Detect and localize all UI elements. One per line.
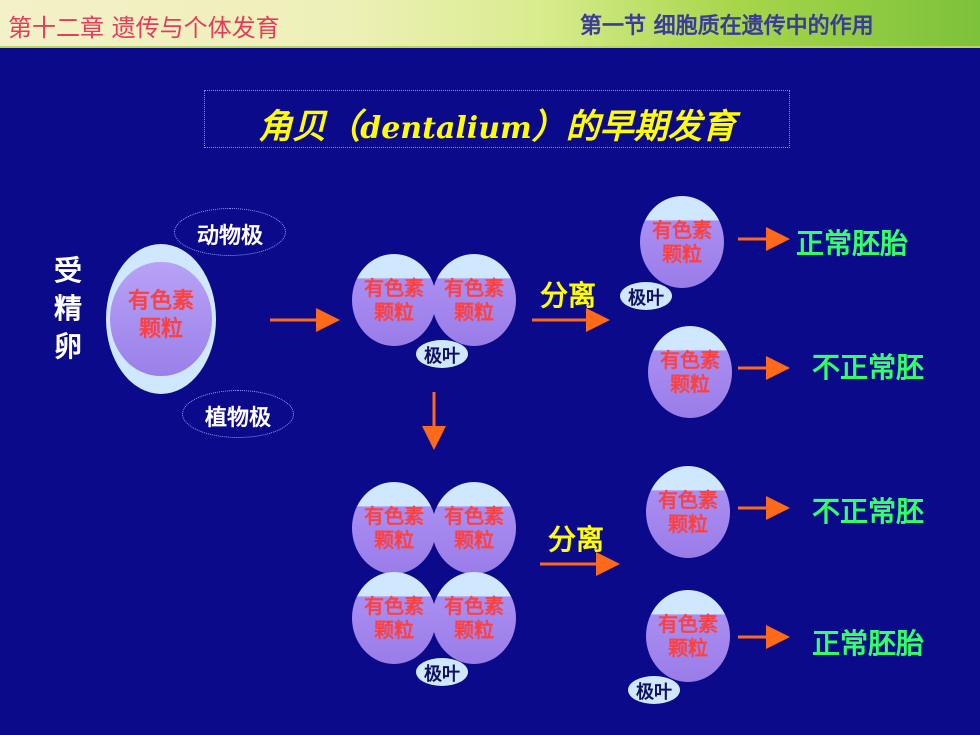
pigment-line2: 颗粒 (374, 300, 414, 324)
blastomere-4cell-tr: 有色素颗粒 (432, 482, 516, 574)
vegetal-pole-bubble: 植物极 (182, 390, 294, 438)
pigment-line1: 有色素 (652, 218, 712, 242)
polar-lobe-separated-bottom: 极叶 (628, 676, 680, 704)
pigment-line2: 颗粒 (662, 242, 702, 266)
pigment-line1: 有色素 (364, 276, 424, 300)
polar-lobe-2cell: 极叶 (416, 340, 468, 368)
egg-label-char: 精 (53, 292, 82, 325)
pigment-line2: 颗粒 (454, 300, 494, 324)
slide-title-box: 角贝（dentalium）的早期发育 (204, 90, 790, 148)
polar-lobe-4cell: 极叶 (416, 658, 468, 686)
vegetal-pole-label: 植物极 (204, 406, 271, 431)
pigment-line2: 颗粒 (374, 528, 414, 552)
result-abnormal-embryo-2: 不正常胚 (812, 495, 925, 528)
title-latin: dentalium (360, 111, 532, 146)
section-title: 第一节 细胞质在遗传中的作用 (580, 14, 874, 39)
pigment-line2: 颗粒 (668, 512, 708, 536)
pigment-line1: 有色素 (658, 488, 718, 512)
pigment-line1: 有色素 (660, 348, 720, 372)
blastomere-2cell-left: 有色素颗粒 (352, 254, 436, 346)
title-part-2: ）的早期发育 (531, 107, 736, 147)
pigment-line2: 颗粒 (454, 618, 494, 642)
pigment-line2: 颗粒 (670, 372, 710, 396)
polar-lobe-label: 极叶 (424, 346, 460, 367)
separate-label-bottom: 分离 (548, 523, 605, 556)
pigment-line2: 颗粒 (374, 618, 414, 642)
egg-pigment-label: 有色素 颗粒 (106, 288, 216, 344)
animal-pole-bubble: 动物极 (174, 208, 286, 256)
separated-4cell-with-lobe: 有色素颗粒 (646, 590, 730, 682)
fertilized-egg-label: 受 精 卵 (48, 252, 88, 366)
separated-cell-no-lobe: 有色素颗粒 (648, 326, 732, 418)
pigment-line1: 有色素 (444, 594, 504, 618)
pigment-line1: 有色素 (364, 594, 424, 618)
blastomere-2cell-right: 有色素颗粒 (432, 254, 516, 346)
blastomere-4cell-bl: 有色素颗粒 (352, 572, 436, 664)
pigment-line1: 有色素 (444, 504, 504, 528)
blastomere-4cell-br: 有色素颗粒 (432, 572, 516, 664)
animal-pole-label: 动物极 (196, 224, 263, 249)
result-normal-embryo-1: 正常胚胎 (796, 227, 909, 260)
separated-4cell-no-lobe: 有色素颗粒 (646, 466, 730, 558)
pigment-line2: 颗粒 (454, 528, 494, 552)
egg-label-char: 受 (53, 254, 82, 287)
pigment-line2: 颗粒 (138, 317, 183, 342)
separated-cell-with-lobe: 有色素颗粒 (640, 196, 724, 288)
fertilized-egg: 有色素 颗粒 (106, 244, 216, 394)
pigment-line1: 有色素 (658, 612, 718, 636)
header-bar: 第十二章 遗传与个体发育 第一节 细胞质在遗传中的作用 (0, 0, 980, 48)
egg-label-char: 卵 (53, 330, 82, 363)
blastomere-4cell-tl: 有色素颗粒 (352, 482, 436, 574)
pigment-line1: 有色素 (444, 276, 504, 300)
polar-lobe-label: 极叶 (424, 664, 460, 685)
result-abnormal-embryo-1: 不正常胚 (812, 351, 925, 384)
pigment-line1: 有色素 (364, 504, 424, 528)
polar-lobe-label: 极叶 (628, 288, 664, 309)
pigment-line1: 有色素 (127, 289, 194, 314)
chapter-title: 第十二章 遗传与个体发育 (8, 14, 280, 42)
polar-lobe-separated-top: 极叶 (620, 282, 672, 310)
pigment-line2: 颗粒 (668, 636, 708, 660)
slide-title: 角贝（dentalium）的早期发育 (205, 99, 789, 148)
result-normal-embryo-2: 正常胚胎 (812, 627, 925, 660)
title-part-1: 角贝（ (258, 107, 361, 147)
egg-cytoplasm (110, 262, 212, 376)
separate-label-top: 分离 (540, 279, 597, 312)
polar-lobe-label: 极叶 (636, 682, 672, 703)
